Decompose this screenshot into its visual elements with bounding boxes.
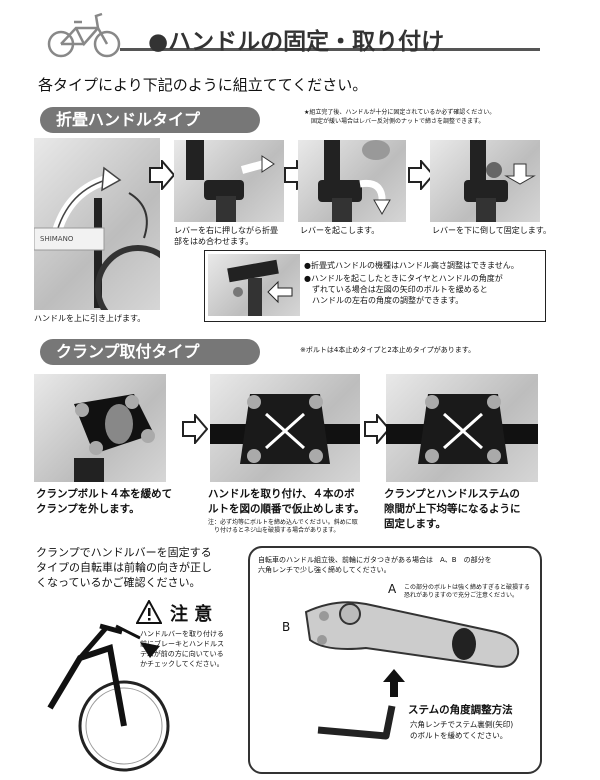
caption-clamp-step3-line1: クランプとハンドルステムの <box>384 488 520 500</box>
caption-folding-step2-line1: レバーを右に押しながら折畳 <box>174 226 278 235</box>
caption-clamp-step3-line2: 隙間が上下均等になるように <box>384 503 521 515</box>
arrow-right-icon <box>149 158 176 194</box>
caption-clamp-step2-line2: ルトを図の順番で仮止めします。 <box>208 503 365 515</box>
section-label-clamp: クランプ取付タイプ <box>40 339 260 365</box>
a-note-line1: この部分のボルトは強く締めすぎると破損する <box>404 584 531 591</box>
caption-clamp-step2-line1: ハンドルを取り付け、４本のボ <box>208 488 355 500</box>
bicycle-illustration <box>30 598 200 773</box>
caution-line3: テムが前の方に向いている <box>140 650 224 658</box>
caption-clamp-step1-line2: クランプを外します。 <box>36 503 140 515</box>
caution-title: 注 意 <box>170 604 213 625</box>
caption-folding-step3: レバーを起こします。 <box>300 226 380 235</box>
stem-title: ステムの角度調整方法 <box>408 704 513 716</box>
arrow-right-icon <box>408 158 435 194</box>
stem-illustration <box>296 592 532 672</box>
folding-info-line3: ずれている場合は左図の矢印のボルトを緩めると <box>312 285 488 294</box>
folding-note-line2: 固定が緩い場合はレバー反対側のナットで締さを調整できます。 <box>311 118 485 125</box>
shimano-label: SHIMANO <box>40 235 74 243</box>
photo-clamp-step2 <box>210 374 360 482</box>
folding-info-line2: ●ハンドルを起こしたときにタイヤとハンドルの角度が <box>304 274 503 283</box>
photo-folding-step3 <box>298 140 406 222</box>
folding-note-line1: ★組立完了後、ハンドルが十分に固定されているか必ず確認ください。 <box>304 109 496 116</box>
stem-line2: のボルトを緩めてください。 <box>410 731 508 740</box>
photo-clamp-step3 <box>386 374 538 482</box>
box-text-line1: 自転車のハンドル組立後、前輪にガタつきがある場合は A、B の部分を <box>258 556 492 564</box>
caution-line2: 前にブレーキとハンドルス <box>140 640 224 648</box>
label-b: B <box>282 620 291 634</box>
arrow-up-icon <box>382 668 406 702</box>
caption-clamp-step1-line1: クランプボルト４本を緩めて <box>36 488 173 500</box>
box-text-line2: 六角レンチで少し強く締めしてください。 <box>258 566 391 574</box>
check-text-line3: くなっているかご確認ください。 <box>36 576 201 589</box>
hex-wrench-icon <box>316 700 406 744</box>
stem-line1: 六角レンチでステム裏側(矢印) <box>410 720 514 729</box>
header-bicycle-icon <box>44 8 124 60</box>
arrow-right-icon <box>182 412 209 448</box>
folding-info-line1: ●折畳式ハンドルの機種はハンドル高さ調整はできません。 <box>304 261 519 270</box>
label-a: A <box>388 582 397 596</box>
check-text-line1: クランプでハンドルバーを固定する <box>36 546 212 559</box>
folding-info-line4: ハンドルの左右の角度の調整ができます。 <box>312 296 464 305</box>
arrow-right-icon <box>364 412 391 448</box>
section-label-folding: 折畳ハンドルタイプ <box>40 107 260 133</box>
caption-clamp-step3-line3: 固定します。 <box>384 518 446 530</box>
photo-folding-bolt <box>208 254 300 316</box>
photo-clamp-step1 <box>34 374 166 482</box>
photo-folding-step2 <box>174 140 284 222</box>
intro-text: 各タイプにより下記のように組立ててください。 <box>38 76 368 94</box>
check-text-line2: タイプの自転車は前輪の向きが正し <box>36 561 212 574</box>
caption-clamp-step2-note-line1: 注：必ず均等にボルトを締め込んでください。斜めに取 <box>208 519 358 526</box>
caption-folding-step2-line2: 部をはめ合わせます。 <box>174 237 254 246</box>
header-underline <box>120 48 540 51</box>
folding-info-box <box>204 250 546 322</box>
caption-folding-step1: ハンドルを上に引き上げます。 <box>34 314 146 323</box>
caption-clamp-step2-note-line2: り付けるとネジ山を破損する場合があります。 <box>214 527 340 534</box>
caution-line1: ハンドルバーを取り付ける <box>140 630 224 638</box>
photo-folding-step1: SHIMANO <box>34 138 160 310</box>
warning-triangle-icon <box>135 598 163 628</box>
a-note-line2: 恐れがありますので充分ご注意ください。 <box>404 592 519 599</box>
caption-folding-step4: レバーを下に倒して固定します。 <box>432 226 551 235</box>
photo-folding-step4 <box>430 140 540 222</box>
caution-line4: かチェックしてください。 <box>140 660 224 668</box>
page-title: ●ハンドルの固定・取り付け <box>148 29 445 55</box>
stem-adjust-box <box>248 546 542 774</box>
clamp-note: ※ボルトは4本止めタイプと2本止めタイプがあります。 <box>300 346 476 354</box>
